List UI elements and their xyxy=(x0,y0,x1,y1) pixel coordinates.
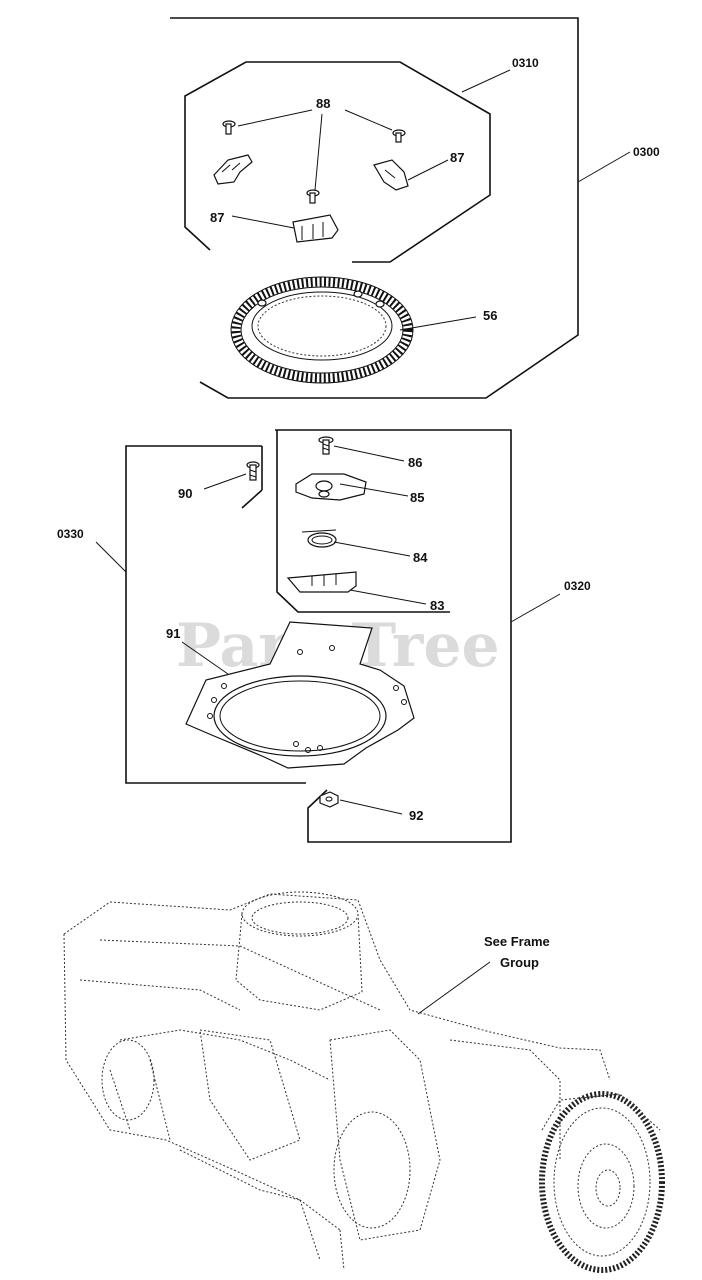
note-see-frame-line1: See Frame xyxy=(484,934,550,949)
leader-see-frame xyxy=(417,961,491,1015)
callout-86: 86 xyxy=(408,455,422,470)
callout-56: 56 xyxy=(483,308,497,323)
leader-84 xyxy=(333,541,411,557)
shoe-87-right xyxy=(373,159,409,191)
leader-0320 xyxy=(510,593,561,623)
callout-85: 85 xyxy=(410,490,424,505)
callout-87-right: 87 xyxy=(450,150,464,165)
spring-84 xyxy=(301,529,337,548)
leader-88-left xyxy=(237,109,313,127)
bracket-83 xyxy=(286,571,357,593)
group-0300-outline xyxy=(170,17,579,399)
leader-0330 xyxy=(95,541,127,573)
auger-housing-frame xyxy=(63,891,611,1271)
callout-0300: 0300 xyxy=(633,145,660,159)
leader-90 xyxy=(203,473,247,490)
callout-0320: 0320 xyxy=(564,579,591,593)
callout-0310: 0310 xyxy=(512,56,539,70)
callout-90: 90 xyxy=(178,486,192,501)
leader-88-right xyxy=(344,109,393,131)
callout-88: 88 xyxy=(316,96,330,111)
callout-0330: 0330 xyxy=(57,527,84,541)
group-0310-outline xyxy=(184,61,491,263)
callout-83: 83 xyxy=(430,598,444,613)
wheel xyxy=(539,1091,665,1273)
leader-91 xyxy=(181,641,229,675)
shoe-87-left xyxy=(213,154,253,185)
leader-0310 xyxy=(461,69,511,93)
ring-gear-56 xyxy=(230,276,414,384)
plate-85 xyxy=(295,473,367,501)
leader-0300 xyxy=(577,151,631,183)
callout-87-left: 87 xyxy=(210,210,224,225)
group-0330-outline xyxy=(125,445,306,784)
screw-86 xyxy=(318,436,334,455)
leader-92 xyxy=(339,799,403,815)
leader-56 xyxy=(399,316,477,331)
housing-plate-91 xyxy=(185,621,415,769)
callout-91: 91 xyxy=(166,626,180,641)
bolt-90 xyxy=(246,461,260,481)
leader-83 xyxy=(349,589,427,605)
leader-86 xyxy=(333,445,405,462)
screw-88-center xyxy=(306,189,320,204)
callout-92: 92 xyxy=(409,808,423,823)
callout-84: 84 xyxy=(413,550,428,565)
shoe-87-bottom xyxy=(292,214,339,243)
screw-88-right xyxy=(392,129,406,143)
leader-88-center xyxy=(314,113,323,191)
leader-87-right xyxy=(407,159,449,181)
leader-87-bottom xyxy=(231,215,295,229)
screw-88-left xyxy=(222,120,236,135)
group-0320-outline xyxy=(275,429,512,843)
nut-92 xyxy=(319,791,339,808)
note-see-frame-line2: Group xyxy=(500,955,539,970)
leader-85 xyxy=(339,483,409,497)
